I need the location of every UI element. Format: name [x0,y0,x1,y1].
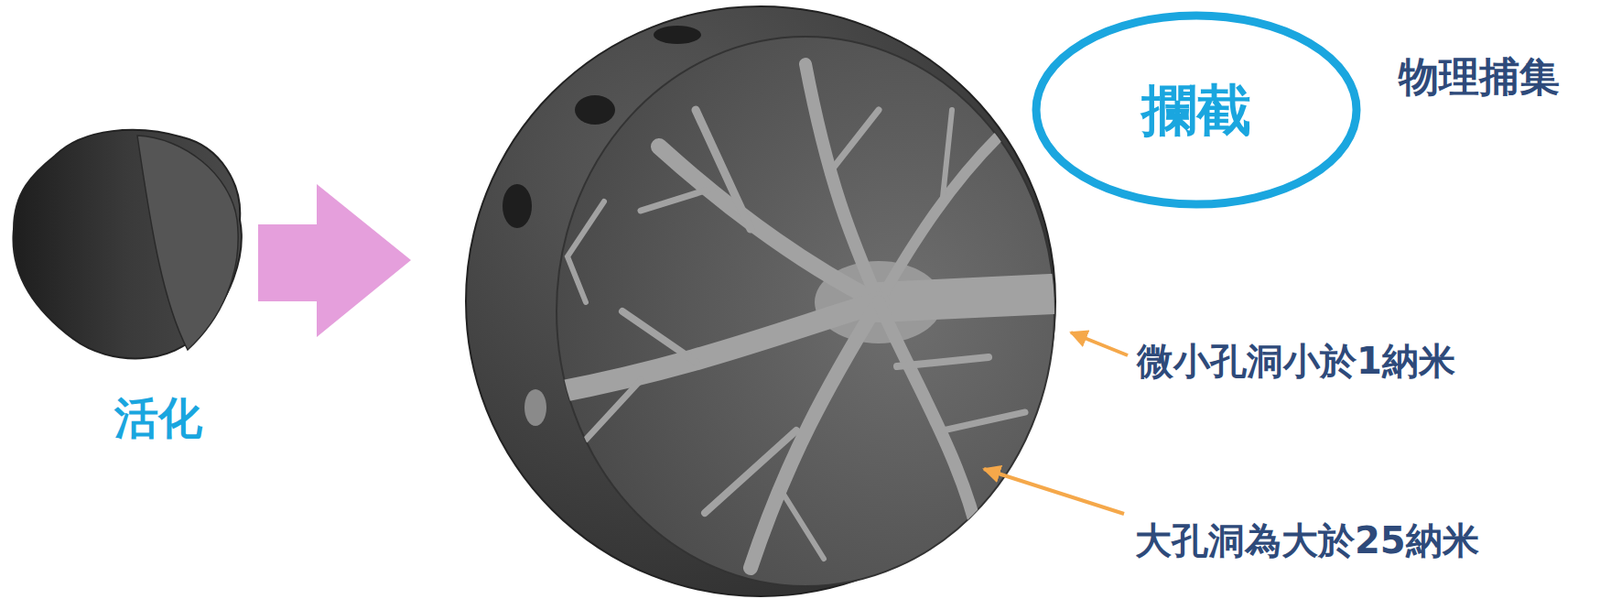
node-text: 攔截 [1141,76,1252,143]
carbon-piece [12,129,241,359]
porous-carbon-ball [465,6,1071,596]
pore-size-note: 微小孔洞小於1納米 [1136,338,1456,383]
ellipse-outline [1036,15,1357,205]
description-text: 物理捕集 [1398,53,1560,102]
pore-size-note: 大孔洞為大於25納米 [1135,518,1480,563]
leader-arrow [983,468,1125,514]
step-label: 活化 [114,391,203,445]
ellipse-callout: 攔截 [1031,10,1362,209]
activation-arrow [258,183,411,337]
leader-arrow [1070,332,1128,356]
